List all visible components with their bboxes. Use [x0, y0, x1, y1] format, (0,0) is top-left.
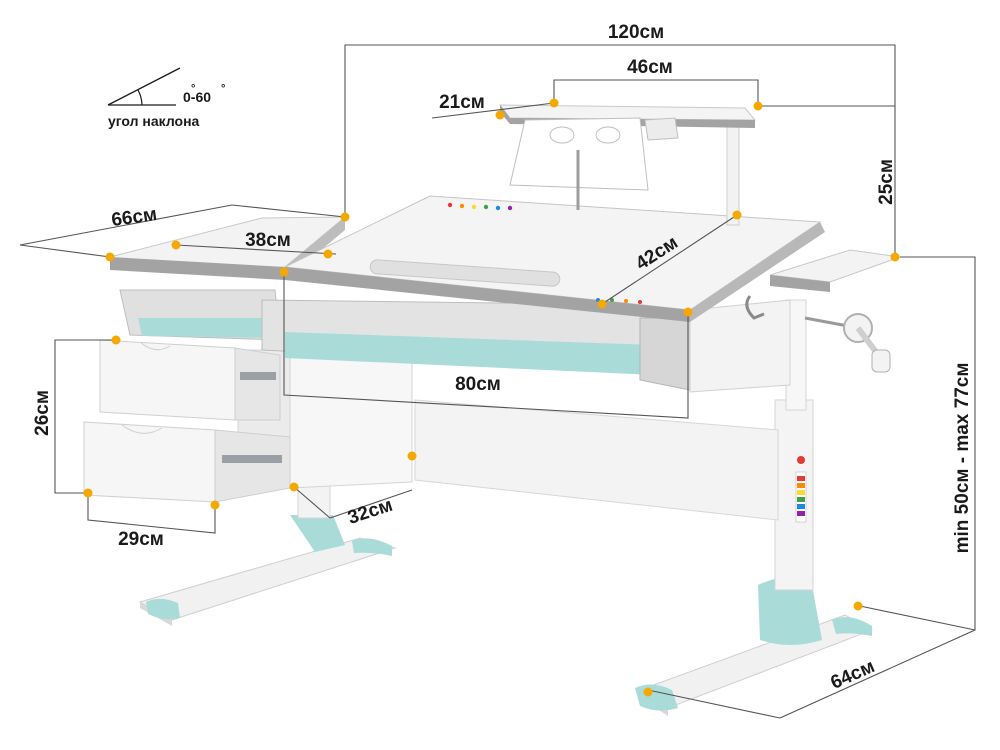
tilt-degree-mark-1: ° [191, 83, 195, 95]
crossbar-panel [414, 399, 779, 521]
tilt-label: угол наклона [108, 113, 200, 129]
base-depth-label: 64см [828, 656, 878, 694]
shelf-depth-label: 21см [439, 92, 485, 113]
height-scale-icon [795, 456, 807, 523]
side-panel-width-label: 38см [245, 230, 291, 251]
angle-icon [107, 67, 181, 106]
labels: 120см 46см 21см 25см 66см 38см 42см 80см… [32, 22, 973, 694]
drawer-width-label: 80см [455, 374, 501, 395]
left-base [138, 479, 397, 626]
drawers-height-label: 26см [32, 390, 53, 436]
tilted-tabletop [283, 195, 825, 322]
left-desktop [109, 216, 347, 280]
desk-illustration [83, 104, 901, 716]
dimension-lines [19, 44, 976, 719]
desk-depth-label: 66см [110, 204, 158, 231]
tilt-degree-mark-2: ° [221, 83, 225, 95]
right-desktop [769, 249, 901, 292]
desk-tray [119, 289, 791, 393]
drawers-depth-label: 29см [118, 529, 164, 550]
tilt-range-label: 0-60 [183, 89, 211, 105]
shelf-width-label: 46см [627, 57, 673, 78]
total-width-label: 120см [608, 22, 664, 43]
height-range-label: min 50см - max 77см [952, 363, 973, 554]
right-base [635, 299, 874, 716]
marker-dots [83, 98, 900, 697]
shelf-height-label: 25см [876, 159, 897, 205]
drawers [83, 339, 291, 503]
cabinet-width-label: 32см [345, 495, 395, 529]
crank-handle-icon [745, 295, 891, 373]
book-shelf [498, 104, 757, 226]
